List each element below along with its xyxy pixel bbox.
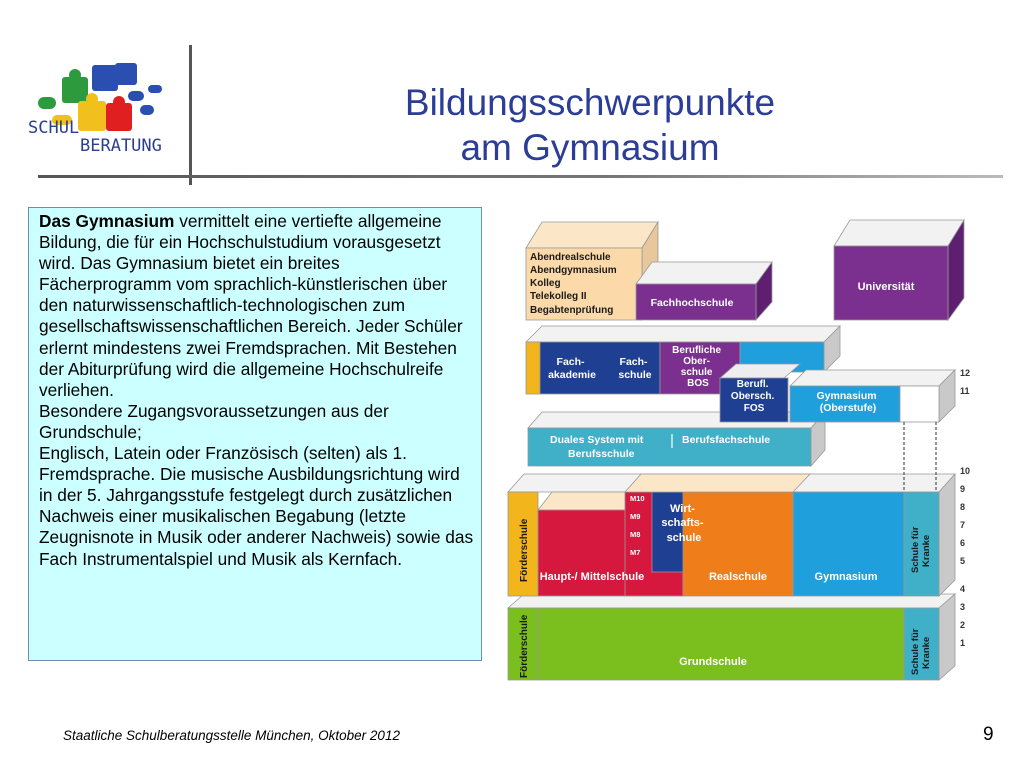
- textbox-line-3: Englisch, Latein oder Französisch (selte…: [39, 443, 474, 569]
- label-m7: M7: [630, 548, 640, 557]
- label-duales-system-1: Duales System mit: [550, 434, 644, 446]
- puzzle-icon: [38, 63, 162, 131]
- grade-1: 1: [960, 638, 965, 648]
- grade-9: 9: [960, 484, 965, 494]
- textbox-body: vermittelt eine vertiefte allgemeine Bil…: [39, 211, 463, 400]
- label-bos: Berufliche Ober- schule BOS: [672, 345, 724, 389]
- label-berufsfachschule: Berufsfachschule: [682, 434, 770, 446]
- label-m9: M9: [630, 512, 640, 521]
- label-foerderschule-bottom: Förderschule: [519, 614, 530, 678]
- label-m10: M10: [630, 494, 645, 503]
- label-fos-1: Berufl.: [737, 379, 769, 390]
- textbox-line-2: Besondere Zugangsvoraussetzungen aus der…: [39, 400, 389, 442]
- horizontal-divider: [38, 175, 1003, 178]
- label-gym-oberstufe-1: Gymnasium: [816, 390, 876, 402]
- label-duales-system: Duales System mit Berufsschule: [550, 434, 646, 460]
- title-line-1: Bildungsschwerpunkte: [404, 82, 776, 123]
- slide-title: Bildungsschwerpunkte am Gymnasium: [330, 80, 850, 170]
- label-wirtschaftsschule-2: schafts-: [661, 517, 704, 529]
- title-line-2: am Gymnasium: [460, 127, 720, 168]
- block-sekundarstufe: Förderschule M10 M9 M8 M7 Wirt- schafts-…: [507, 472, 956, 597]
- label-grundschule: Grundschule: [679, 656, 747, 668]
- grade-6: 6: [960, 538, 965, 548]
- grade-11: 11: [960, 386, 970, 396]
- block-gymnasium-oberstufe: Gymnasium (Oberstufe): [789, 369, 956, 492]
- grade-10: 10: [960, 466, 970, 476]
- label-foerderschule-top: Förderschule: [519, 518, 530, 582]
- grade-2: 2: [960, 620, 965, 630]
- label-fos-3: FOS: [744, 403, 765, 414]
- grade-3: 3: [960, 602, 965, 612]
- label-abend-5: Begabtenprüfung: [530, 305, 613, 316]
- label-fachhochschule: Fachhochschule: [651, 297, 734, 309]
- label-gymnasium: Gymnasium: [815, 571, 878, 583]
- grade-8: 8: [960, 502, 965, 512]
- label-gym-oberstufe: Gymnasium (Oberstufe): [816, 390, 879, 414]
- label-schule-kranke-top-1: Schule für: [910, 526, 921, 573]
- page-number: 9: [983, 724, 994, 745]
- block-fos: Berufl. Obersch. FOS: [718, 363, 802, 423]
- label-fos-2: Obersch.: [731, 391, 775, 402]
- schulberatung-logo: [38, 63, 162, 131]
- label-schule-kranke-top: Schule für Kranke: [910, 524, 932, 573]
- label-abend-4: Telekolleg II: [530, 291, 587, 302]
- label-schule-kranke-bottom: Schule für Kranke: [910, 626, 932, 675]
- label-wirtschaftsschule-3: schule: [667, 532, 702, 544]
- label-fachschule: Fach- schule: [618, 356, 651, 381]
- label-schule-kranke-bottom-2: Kranke: [921, 637, 932, 669]
- description-textbox: Das Gymnasium vermittelt eine vertiefte …: [28, 207, 482, 661]
- label-bos-3: schule: [681, 367, 713, 378]
- footer-text: Staatliche Schulberatungsstelle München,…: [63, 728, 400, 743]
- label-bos-2: Ober-: [683, 356, 710, 367]
- school-system-diagram: Grundschule Förderschule Schule für Kran…: [506, 218, 970, 681]
- block-duales-system: Duales System mit Berufsschule Berufsfac…: [527, 410, 826, 468]
- label-abend-2: Abendgymnasium: [530, 265, 617, 276]
- label-abendrealschule: Abendrealschule Abendgymnasium Kolleg Te…: [530, 252, 619, 316]
- grade-scale: 12 11 10 9 8 7 6 5 4 3 2 1: [960, 368, 970, 648]
- label-realschule: Realschule: [709, 571, 767, 583]
- grade-7: 7: [960, 520, 965, 530]
- label-hauptschule: Haupt-/ Mittelschule: [540, 571, 645, 583]
- label-fachakademie-2: akademie: [548, 369, 596, 381]
- label-schule-kranke-top-2: Kranke: [921, 535, 932, 567]
- grade-4: 4: [960, 584, 965, 594]
- logo-text-schul: SCHUL: [28, 118, 80, 138]
- label-bos-1: Berufliche: [672, 345, 721, 356]
- logo-text-beratung: BERATUNG: [80, 136, 162, 156]
- block-fachhochschule: Fachhochschule: [635, 260, 773, 322]
- label-universitaet: Universität: [858, 281, 915, 293]
- grade-12: 12: [960, 368, 970, 378]
- textbox-bold-lead: Das Gymnasium: [39, 211, 175, 231]
- label-duales-system-2: Berufsschule: [568, 448, 635, 460]
- label-wirtschaftsschule-1: Wirt-: [670, 503, 695, 515]
- vertical-divider: [189, 45, 192, 185]
- label-bos-4: BOS: [687, 378, 709, 389]
- label-fos: Berufl. Obersch. FOS: [731, 379, 777, 414]
- block-universitaet: Universität: [833, 218, 965, 322]
- label-m8: M8: [630, 530, 640, 539]
- label-gym-oberstufe-2: (Oberstufe): [820, 402, 877, 414]
- label-abend-3: Kolleg: [530, 278, 561, 289]
- label-fachschule-2: schule: [618, 369, 651, 381]
- block-grundschule: Grundschule Förderschule Schule für Kran…: [506, 593, 957, 681]
- label-abend-1: Abendrealschule: [530, 252, 611, 263]
- label-fachakademie-1: Fach-: [557, 356, 586, 368]
- label-wirtschaftsschule: Wirt- schafts- schule: [661, 503, 706, 544]
- grade-5: 5: [960, 556, 965, 566]
- label-fachakademie: Fach- akademie: [548, 356, 596, 381]
- label-fachschule-1: Fach-: [620, 356, 649, 368]
- label-schule-kranke-bottom-1: Schule für: [910, 628, 921, 675]
